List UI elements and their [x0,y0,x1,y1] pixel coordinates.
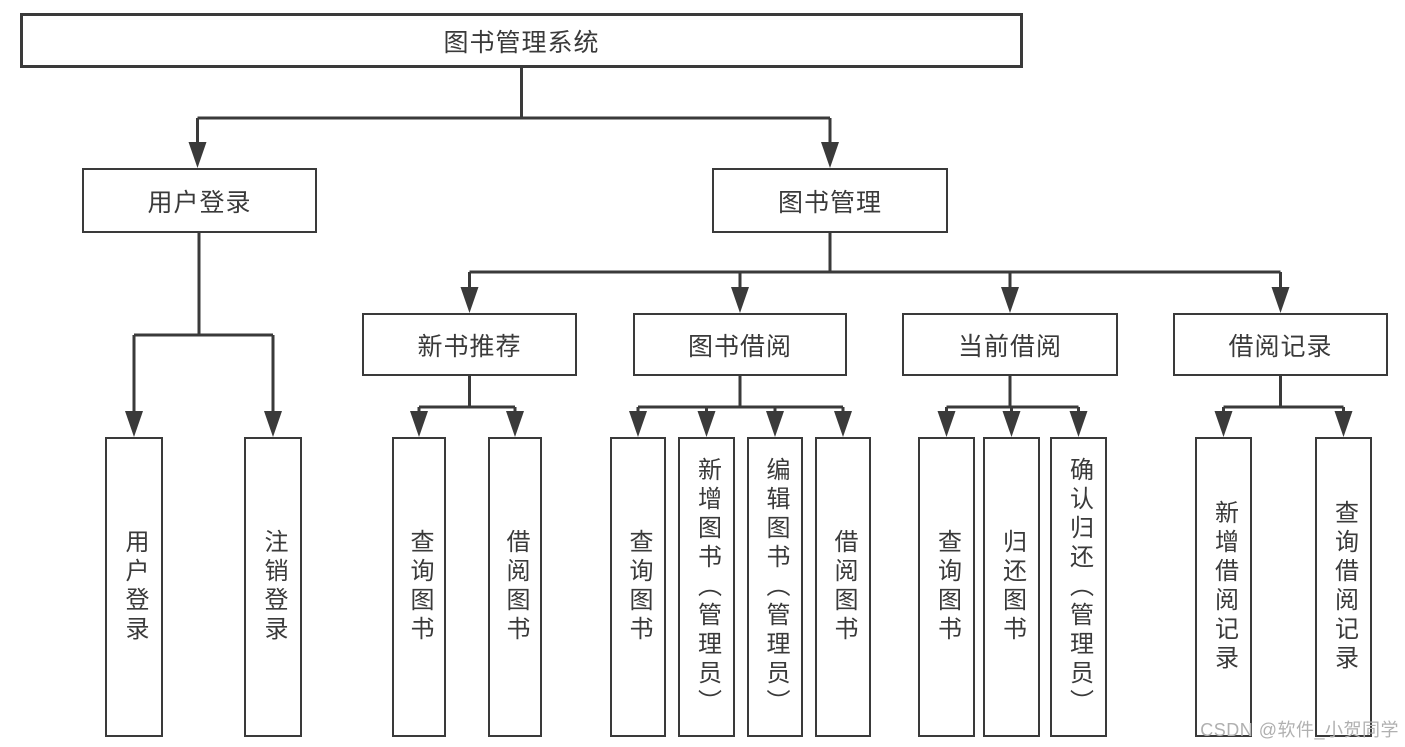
leaf-logout: 注销登录 [244,437,302,737]
node-new-book-recommendation: 新书推荐 [362,313,577,376]
connector-book-management-to-level3 [460,233,1290,313]
node-book-management: 图书管理 [712,168,948,233]
leaf-borrow-books-borrowing: 借阅图书 [815,437,871,737]
node-book-borrowing: 图书借阅 [633,313,847,376]
connector-new-book-recommendation-to-leaves [410,376,524,437]
node-borrowing-records: 借阅记录 [1173,313,1388,376]
node-current-borrowing: 当前借阅 [902,313,1118,376]
leaf-query-books-recommendation: 查询图书 [392,437,446,737]
connector-user-login-to-leaves [125,233,282,437]
leaf-borrow-books-recommendation: 借阅图书 [488,437,542,737]
connector-borrowing-records-to-leaves [1214,376,1353,437]
leaf-return-books: 归还图书 [983,437,1040,737]
connector-book-borrowing-to-leaves [629,376,852,437]
leaf-query-borrow-record: 查询借阅记录 [1315,437,1372,737]
leaf-query-books-current: 查询图书 [918,437,975,737]
node-user-login: 用户登录 [82,168,317,233]
leaf-query-books-borrowing: 查询图书 [610,437,666,737]
node-library-management-system: 图书管理系统 [20,13,1023,68]
leaf-user-login: 用户登录 [105,437,163,737]
connector-current-borrowing-to-leaves [937,376,1088,437]
leaf-edit-book-admin: 编辑图书（管理员） [747,437,803,737]
watermark: CSDN @软件_小贺同学 [1200,720,1399,740]
leaf-add-borrow-record: 新增借阅记录 [1195,437,1252,737]
connector-root-to-level2 [188,68,839,168]
leaf-add-book-admin: 新增图书（管理员） [678,437,735,737]
leaf-confirm-return-admin: 确认归还（管理员） [1050,437,1107,737]
